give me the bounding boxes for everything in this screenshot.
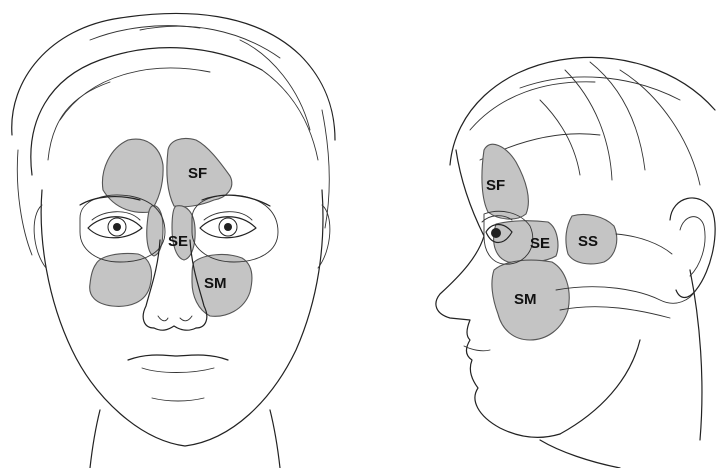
front-label-frontal: SF	[188, 165, 207, 182]
side-label-sphenoid: SS	[578, 233, 598, 250]
side-view: SF SE SS SM	[436, 57, 715, 468]
side-label-maxillary: SM	[514, 291, 537, 308]
side-label-frontal: SF	[486, 177, 505, 194]
front-label-maxillary: SM	[204, 275, 227, 292]
front-view: SF SE SM	[12, 13, 335, 468]
front-eye-right	[200, 212, 256, 238]
side-label-ethmoid: SE	[530, 235, 550, 252]
front-frontal-sinus-left	[102, 139, 163, 212]
front-eye-left	[88, 212, 142, 238]
front-maxillary-sinus-left	[90, 253, 152, 306]
front-label-ethmoid: SE	[168, 233, 188, 250]
front-mouth	[128, 355, 228, 401]
